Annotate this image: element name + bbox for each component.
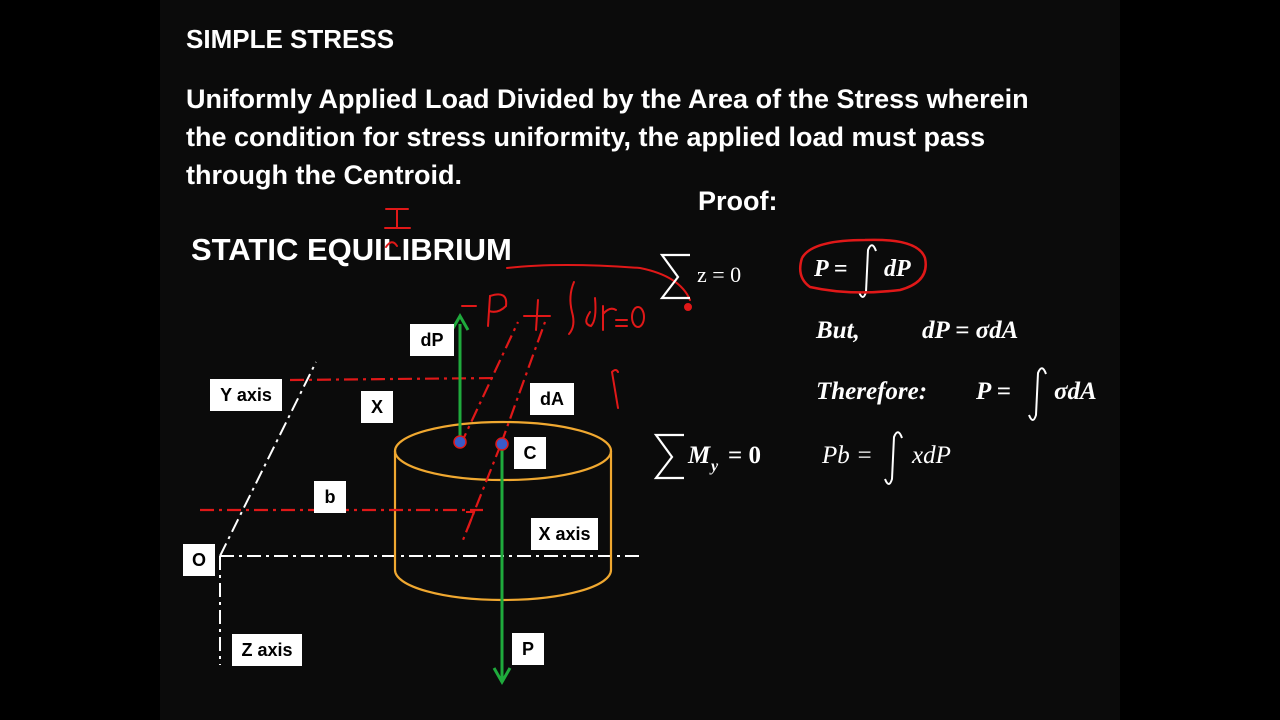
definition-text: Uniformly Applied Load Divided by the Ar…: [186, 80, 1029, 194]
label-x: X: [361, 391, 393, 423]
definition-line-3: through the Centroid.: [186, 160, 462, 190]
centroid-point: [495, 437, 509, 451]
therefore-text: Therefore:: [816, 378, 928, 405]
label-centroid: C: [514, 437, 546, 469]
y-axis-line: [219, 361, 317, 557]
dp-arrow: [450, 312, 470, 442]
but-text: But,: [816, 317, 860, 344]
label-z-axis: Z axis: [232, 634, 302, 666]
label-y-axis: Y axis: [210, 379, 282, 411]
sum-my-main: M: [688, 442, 711, 469]
sum-z-symbol: [659, 253, 690, 300]
p-equation-rhs: σdA: [1054, 378, 1097, 405]
p-arrow: [492, 444, 512, 686]
dp-equation: dP = σdA: [922, 317, 1019, 344]
sum-my-rhs: = 0: [728, 442, 761, 469]
label-x-axis: X axis: [531, 518, 598, 550]
p-equation-lhs: P =: [976, 378, 1011, 405]
definition-line-2: the condition for stress uniformity, the…: [186, 122, 986, 152]
sum-my-symbol: [653, 433, 684, 480]
pb-equation-lhs: Pb =: [822, 442, 873, 469]
slide-background: [160, 0, 1120, 720]
slide-title: SIMPLE STRESS: [186, 24, 395, 54]
sum-my-subscript: y: [711, 458, 719, 475]
proof-heading: Proof:: [698, 186, 778, 216]
label-dP: dP: [410, 324, 454, 356]
construction-lines: [200, 321, 547, 541]
handwritten-annotation: [384, 208, 692, 409]
label-p: P: [512, 633, 544, 665]
pb-equation-rhs: xdP: [912, 442, 951, 469]
integral-3: [884, 431, 903, 485]
label-dA: dA: [530, 383, 574, 415]
integral-2: [1028, 367, 1047, 421]
p-integral-rhs: dP: [884, 256, 911, 282]
p-integral-lhs: P =: [814, 256, 848, 282]
integral-1: [858, 244, 877, 298]
label-origin: O: [183, 544, 215, 576]
section-heading: STATIC EQUILIBRIUM: [191, 232, 512, 267]
area-point: [453, 435, 467, 449]
highlight-ellipse: [799, 238, 927, 294]
sum-z-equation: z = 0: [697, 262, 742, 287]
label-b: b: [314, 481, 346, 513]
dimension-tick: [466, 511, 476, 529]
definition-line-1: Uniformly Applied Load Divided by the Ar…: [186, 84, 1029, 114]
